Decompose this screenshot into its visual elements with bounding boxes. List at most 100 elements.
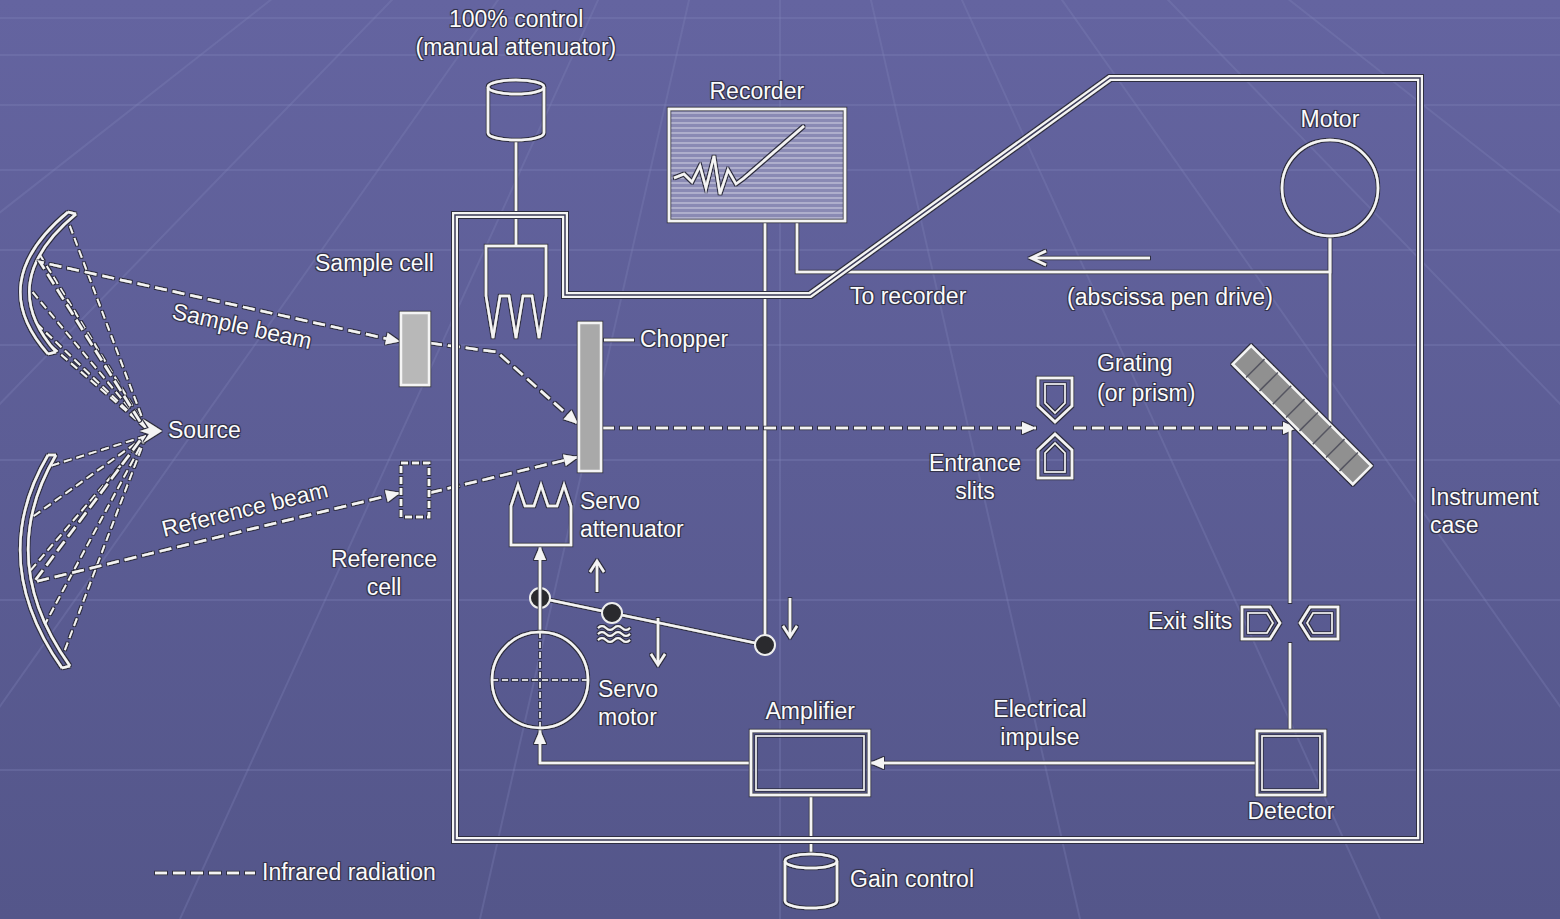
annotation: To recorder — [850, 283, 966, 311]
servo-motor-shape — [490, 630, 590, 730]
connector-line — [870, 762, 1256, 765]
grating-shape — [1228, 336, 1378, 490]
arrowhead — [564, 410, 578, 424]
gain-control: Gain control — [783, 852, 839, 910]
attenuator-control-shape — [486, 78, 546, 142]
instrument-case: Instrument caseMotorChopperGrating(or pr… — [452, 74, 1424, 844]
arrowhead — [870, 757, 884, 769]
source-rays — [30, 221, 146, 655]
gain-control-shape — [783, 852, 839, 910]
pivot-base — [598, 626, 630, 642]
control-rod — [515, 142, 518, 246]
node-label: Instrument case — [1430, 484, 1558, 539]
leader-line — [604, 339, 634, 342]
exit-slits-shape — [1240, 603, 1340, 643]
connector-line — [810, 796, 813, 852]
direction-arrow — [1031, 251, 1150, 265]
node-label: Amplifier — [766, 698, 855, 726]
manual-attenuator-comb — [486, 246, 546, 338]
arrowhead — [563, 454, 578, 466]
lever — [540, 598, 765, 645]
connector-line — [602, 427, 1036, 430]
pivot-dot — [530, 588, 775, 655]
connector — [811, 796, 812, 852]
node-label: Gain control — [850, 866, 974, 894]
connector — [1290, 421, 1291, 603]
arrowhead — [534, 546, 546, 560]
arrowhead — [1022, 422, 1036, 434]
amplifier-shape — [750, 730, 870, 796]
servo-attenuator-shape — [510, 484, 572, 546]
amplifier: Amplifier — [750, 730, 870, 796]
motor: Motor — [1280, 138, 1380, 238]
edge-label: (abscissa pen drive) — [1067, 284, 1273, 312]
entrance-slits-shape — [1036, 376, 1074, 480]
servo-motor: Servo motor — [490, 630, 590, 730]
node-label: Motor — [1301, 106, 1360, 134]
beam-connector — [602, 422, 1036, 434]
sample-cell-shape — [400, 312, 430, 386]
node-label: Reference cell — [325, 546, 443, 601]
node-label: Source — [168, 417, 241, 445]
attenuator-control: 100% control(manual attenuator) — [486, 78, 546, 142]
motion-arrow — [590, 561, 604, 592]
mirror — [20, 212, 76, 354]
entrance-slits: Entrance slits — [1036, 376, 1074, 480]
node-label: Recorder — [710, 78, 805, 106]
node-label: Servo attenuator — [580, 488, 705, 543]
node-label: Detector — [1248, 798, 1335, 826]
chopper-shape — [578, 322, 602, 472]
motor-shape — [1280, 138, 1380, 238]
connector — [534, 546, 546, 630]
node-label: Entrance slits — [920, 450, 1030, 505]
motion-arrow — [783, 598, 797, 637]
servo-attenuator: Servo attenuator — [510, 484, 572, 546]
edge-label: Sample beam — [170, 298, 315, 356]
arrowhead — [534, 730, 546, 744]
source: Source — [140, 419, 162, 443]
connector — [534, 730, 750, 763]
motion-arrow — [651, 618, 665, 665]
node-label: Chopper — [640, 326, 728, 354]
beam-connector — [40, 262, 400, 421]
legend-sample — [155, 872, 255, 875]
recorder: Recorder — [668, 108, 846, 222]
node-label: Exit slits — [1148, 608, 1232, 636]
beam-connector — [1074, 422, 1297, 434]
source-shape — [140, 419, 162, 443]
detector: Detector — [1256, 730, 1326, 796]
reference-cell-shape — [400, 462, 430, 518]
legend-text: Infrared radiation — [262, 859, 436, 887]
grating: Grating(or prism) — [1228, 336, 1378, 490]
reference-cell: Reference cell — [400, 462, 430, 518]
connector-line — [540, 730, 750, 763]
arrowhead — [385, 490, 400, 502]
chopper: Chopper — [578, 322, 602, 472]
sample-cell: Sample cell — [400, 312, 430, 386]
detector-shape — [1256, 730, 1326, 796]
node-label: (or prism) — [1097, 380, 1195, 408]
connector-line — [1074, 427, 1297, 430]
node-label: Sample cell — [315, 250, 434, 278]
node-label: Servo motor — [598, 676, 680, 731]
node-label: 100% control — [449, 6, 583, 34]
connector-layer — [34, 222, 1330, 852]
node-label: Grating — [1097, 350, 1172, 378]
node-label: (manual attenuator) — [416, 34, 617, 62]
recorder-shape — [668, 108, 846, 222]
connector-line — [1329, 238, 1332, 425]
connector-line — [1289, 643, 1292, 730]
arrowhead — [385, 333, 400, 345]
connector — [1330, 238, 1331, 425]
connector-line — [1289, 421, 1292, 603]
mirror — [20, 455, 70, 668]
edge-label: Electrical impulse — [984, 696, 1096, 751]
connector — [1290, 643, 1291, 730]
connector — [870, 757, 1256, 769]
edge-label: Reference beam — [159, 476, 331, 543]
exit-slits: Exit slits — [1240, 603, 1340, 643]
connector-line — [40, 262, 400, 421]
